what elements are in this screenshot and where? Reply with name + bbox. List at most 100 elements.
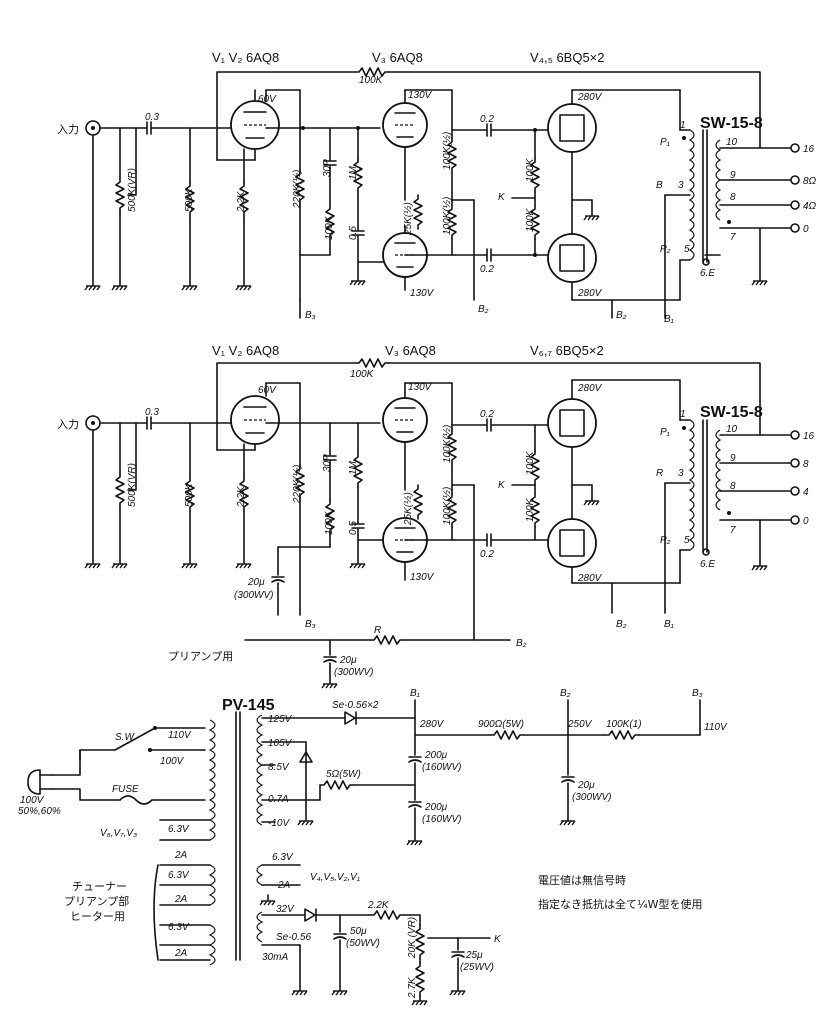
- output-terminal-2-4[interactable]: [790, 486, 800, 496]
- label-110v: 110V: [168, 730, 192, 741]
- label-h1-v: 6.3V: [168, 824, 190, 835]
- label-input-b: 入力: [57, 418, 79, 431]
- label-b2-b: B₂: [616, 619, 627, 630]
- label-r-r: R: [374, 625, 381, 636]
- label-vr: 500K(VR): [127, 168, 138, 212]
- label-b1: B₁: [664, 314, 674, 325]
- label-pin5: 5: [684, 244, 690, 255]
- label-sw: S.W: [115, 732, 135, 743]
- output-transformer-2-secondary: [715, 429, 722, 511]
- label-pin5-b: 5: [684, 535, 690, 546]
- note-voltage: 電圧値は無信号時: [538, 873, 626, 887]
- label-c1-wv: (160WV): [422, 762, 461, 773]
- label-r-grid-b: 500K: [184, 482, 195, 507]
- label-k: K: [498, 192, 506, 203]
- output-terminal-2-0[interactable]: [790, 515, 800, 525]
- label-r-load1: 220K(½): [292, 170, 303, 209]
- label-sec125: 125V: [268, 714, 293, 725]
- label-h3-v: 6.3V: [168, 922, 190, 933]
- label-k-b: K: [498, 480, 506, 491]
- label-c30p: 30P: [322, 159, 333, 177]
- label-out-top-v: 280V: [577, 92, 603, 103]
- label-b2b: B₂: [616, 310, 627, 321]
- tube-v4: [547, 103, 597, 153]
- label-c30p-b: 30P: [322, 454, 333, 472]
- label-sec85: 8.5V: [268, 762, 290, 773]
- label-fb-res: 100K: [359, 75, 384, 86]
- label-tap-r-b: R: [656, 468, 663, 479]
- label-v12-b: V₁ V₂ 6AQ8: [212, 343, 279, 358]
- label-h2-v: 6.3V: [168, 870, 190, 881]
- label-out-top-v-b: 280V: [577, 383, 603, 394]
- label-out8: 8Ω: [803, 176, 817, 187]
- label-bias-c2: 25μ: [465, 950, 483, 961]
- label-out4-b: 4: [803, 487, 809, 498]
- output-terminal-2-8[interactable]: [790, 458, 800, 468]
- label-c-cpl-bot: 0.2: [480, 264, 494, 275]
- label-out16-b: 16: [803, 431, 815, 442]
- label-c05: 0.5: [348, 226, 359, 240]
- label-input: 入力: [57, 123, 79, 136]
- label-r-cath1-b: 2.2K: [236, 485, 247, 508]
- tube-v7: [547, 518, 597, 568]
- output-terminal-16[interactable]: [790, 143, 800, 153]
- label-r-g-top: 100K: [525, 157, 536, 182]
- label-bias-c: 50μ: [350, 926, 367, 937]
- label-bias-k: K: [494, 934, 502, 945]
- power-transformer-secondary: [256, 714, 264, 826]
- label-c2: 200μ: [424, 802, 448, 813]
- label-bias-a: 30mA: [262, 952, 288, 963]
- label-h2-a: 2A: [174, 894, 188, 905]
- label-b2: B₂: [478, 304, 489, 315]
- label-r5w: 5Ω(5W): [326, 769, 361, 780]
- label-plug: 100V: [20, 795, 45, 806]
- label-pin6e-b: 6.E: [700, 559, 715, 570]
- label-c1: 200μ: [424, 750, 448, 761]
- label-tuner2: プリアンプ部: [64, 894, 129, 908]
- label-tuner3: ヒーター用: [70, 910, 125, 923]
- label-p1-b: P₁: [660, 427, 670, 438]
- output-terminal-0[interactable]: [790, 223, 800, 233]
- amplifier-channel-1: V₁ V₂ 6AQ8 V₃ 6AQ8 V₄,₅ 6BQ5×2 100K 入力 0…: [57, 50, 817, 325]
- output-terminal-4[interactable]: [790, 200, 800, 210]
- power-transformer-primary: [208, 719, 216, 821]
- label-c-cpl-bot-b: 0.2: [480, 549, 494, 560]
- label-b3: B₃: [305, 310, 316, 321]
- label-out4: 4Ω: [803, 201, 817, 212]
- label-r-g-bot: 100K: [525, 207, 536, 232]
- label-out16: 16: [803, 144, 815, 155]
- label-r-pi-cath-b: 25K(½): [403, 492, 414, 526]
- label-c05-b: 0.5: [348, 521, 359, 535]
- label-v3-plate-bot: 130V: [410, 288, 435, 299]
- label-out-bot-v: 280V: [577, 288, 603, 299]
- output-terminal-8[interactable]: [790, 175, 800, 185]
- label-bias-v: 32V: [276, 904, 295, 915]
- label-pin10-b: 10: [726, 424, 738, 435]
- label-c-cpl-top: 0.2: [480, 114, 494, 125]
- label-pin3-b: 3: [678, 468, 684, 479]
- label-bias-c-wv: (50WV): [346, 938, 380, 949]
- diode-hv: [344, 711, 356, 725]
- label-v3: V₃ 6AQ8: [372, 50, 423, 65]
- label-sec07a: 0.7A: [268, 794, 289, 805]
- label-r1m: 1M: [348, 165, 359, 180]
- label-v3-b: V₃ 6AQ8: [385, 343, 436, 358]
- label-b3-ps: B₃: [692, 688, 703, 699]
- label-pin9: 9: [730, 170, 736, 181]
- label-v3-plate-top: 130V: [408, 90, 433, 101]
- label-fuse: FUSE: [112, 784, 139, 795]
- label-r-g-bot-b: 100K: [525, 497, 536, 522]
- label-v250: 250V: [567, 719, 593, 730]
- label-secm10: -10V: [268, 818, 290, 829]
- label-pin7-b: 7: [730, 525, 736, 536]
- label-h4-a: 2A: [277, 880, 291, 891]
- output-terminal-2-16[interactable]: [790, 430, 800, 440]
- label-bias-vr: 20K (VR): [407, 917, 418, 959]
- ac-plug-icon: [27, 769, 41, 795]
- tube-v6: [547, 398, 597, 448]
- label-r900: 900Ω(5W): [478, 719, 524, 730]
- output-transformer-2-primary: [688, 419, 695, 551]
- label-v45: V₄,₅ 6BQ5×2: [530, 50, 605, 65]
- label-v1-plate-b: 60V: [258, 385, 277, 396]
- label-h3-a: 2A: [174, 948, 188, 959]
